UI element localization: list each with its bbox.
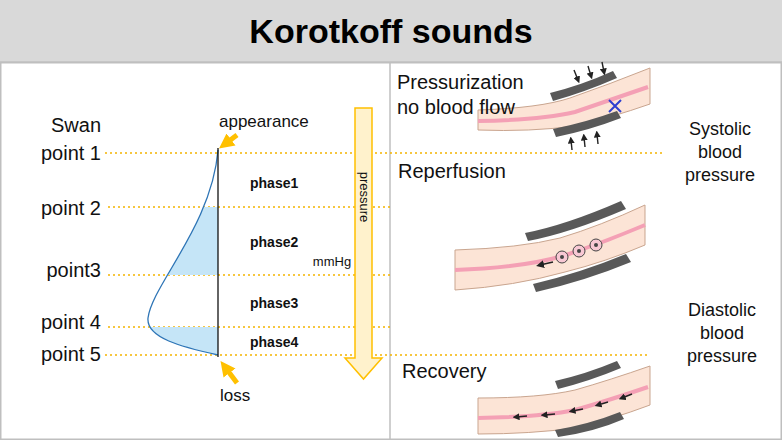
axis-label: pressure bbox=[356, 172, 371, 223]
level-line bbox=[108, 274, 390, 276]
appearance-arrow bbox=[225, 135, 237, 144]
pressure-label: Diastolic blood pressure bbox=[675, 299, 770, 368]
arm-shape bbox=[455, 205, 645, 290]
cuff bbox=[533, 254, 631, 292]
flow-arrow bbox=[572, 409, 583, 411]
press-arrows bbox=[571, 62, 604, 150]
phase-label: phase3 bbox=[250, 295, 298, 311]
press-arrow bbox=[588, 66, 591, 76]
loss-arrow bbox=[225, 367, 237, 383]
blocked-flow-cross bbox=[609, 100, 621, 112]
panel-divider bbox=[389, 63, 391, 440]
title-holder: Korotkoff sounds bbox=[0, 0, 782, 62]
press-arrow bbox=[584, 137, 585, 147]
pressure-label: Systolic blood pressure bbox=[673, 118, 768, 187]
phase-label: phase4 bbox=[250, 334, 298, 350]
press-arrow bbox=[602, 62, 604, 72]
arm-shape bbox=[478, 366, 650, 434]
cuff bbox=[553, 111, 621, 137]
blood-cell bbox=[556, 251, 568, 263]
title: Korotkoff sounds bbox=[249, 12, 532, 51]
panel-frame bbox=[1, 63, 782, 440]
point-label: point3 bbox=[47, 259, 102, 282]
press-arrow bbox=[574, 70, 578, 80]
cuff bbox=[555, 361, 621, 389]
press-arrow bbox=[597, 134, 598, 144]
title-bar bbox=[0, 0, 782, 62]
level-line bbox=[108, 206, 390, 208]
blood-cells bbox=[556, 239, 602, 263]
loss-label: loss bbox=[220, 386, 250, 406]
appearance-label: appearance bbox=[219, 112, 309, 132]
flow-arrow bbox=[540, 262, 553, 265]
baseline-axis bbox=[217, 148, 218, 357]
stage-label: Pressurization no blood flow bbox=[397, 70, 547, 120]
blood-cell-dot bbox=[594, 243, 598, 247]
diastolic-level-line bbox=[105, 354, 650, 356]
phase-label: phase2 bbox=[250, 234, 298, 250]
stage-label: Reperfusion bbox=[398, 160, 506, 183]
phase-label: phase1 bbox=[250, 175, 298, 191]
flow-arrow bbox=[622, 394, 632, 398]
flow-arrow bbox=[544, 414, 555, 415]
point-label: point 2 bbox=[41, 197, 101, 220]
cuff bbox=[555, 412, 624, 437]
cuff bbox=[525, 201, 626, 241]
intensity-curve bbox=[148, 150, 218, 355]
cuff bbox=[550, 71, 617, 101]
flow-arrow bbox=[598, 402, 608, 405]
arm-reperfusion bbox=[455, 201, 645, 292]
flow-arrow bbox=[516, 416, 527, 417]
point-label: Swan point 1 bbox=[26, 111, 101, 167]
pressure-arrow bbox=[345, 108, 382, 379]
blood-cell-dot bbox=[577, 249, 581, 253]
systolic-level-line bbox=[105, 152, 665, 154]
flow-arrows bbox=[516, 394, 632, 417]
point-label: point 4 bbox=[41, 311, 101, 334]
arm-recovery bbox=[478, 361, 650, 437]
artery bbox=[478, 387, 648, 418]
blood-cell bbox=[573, 245, 585, 257]
blood-cell bbox=[590, 239, 602, 251]
stage-label: Recovery bbox=[402, 360, 486, 383]
phase-fill bbox=[148, 150, 218, 355]
unit-label: mmHg bbox=[313, 255, 351, 270]
press-arrow bbox=[571, 140, 572, 150]
point-label: point 5 bbox=[41, 343, 101, 366]
blood-cell-dot bbox=[560, 255, 564, 259]
